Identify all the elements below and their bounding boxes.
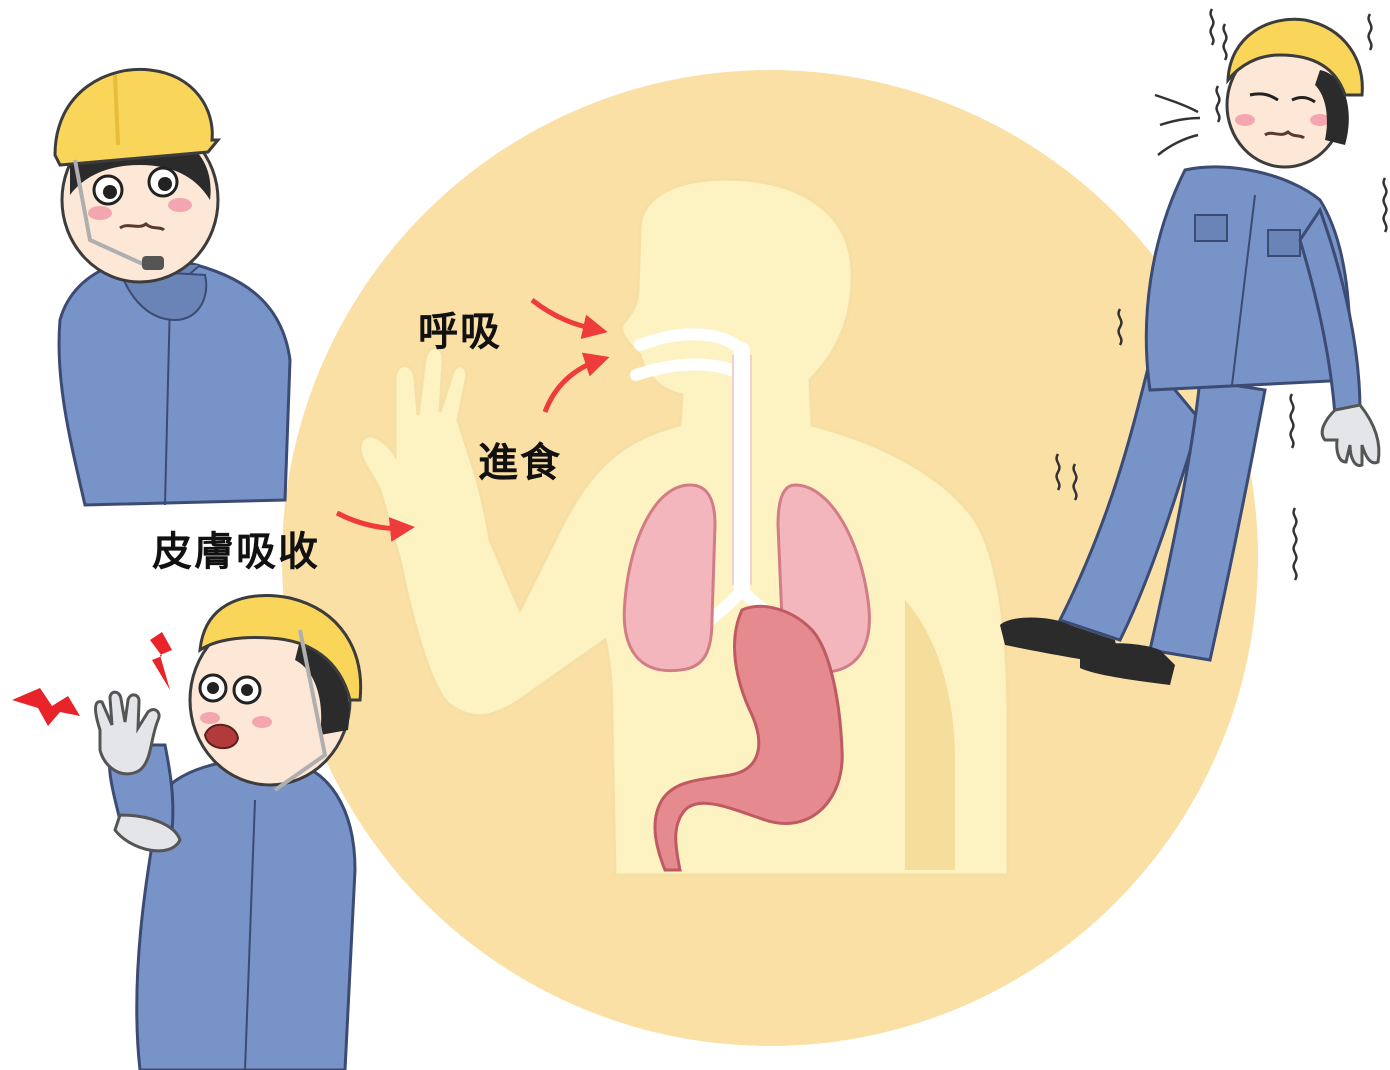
wind-lines-icon xyxy=(1155,95,1200,155)
worker-bottom-left xyxy=(96,596,361,1070)
worker-top-left xyxy=(55,69,290,505)
lightning-alert-icon xyxy=(12,688,80,726)
breathing-label: 呼吸 xyxy=(418,312,502,352)
lightning-alert-icon xyxy=(150,632,172,690)
ingestion-label: 進食 xyxy=(478,443,562,483)
skin-absorption-label: 皮膚吸收 xyxy=(152,532,320,572)
